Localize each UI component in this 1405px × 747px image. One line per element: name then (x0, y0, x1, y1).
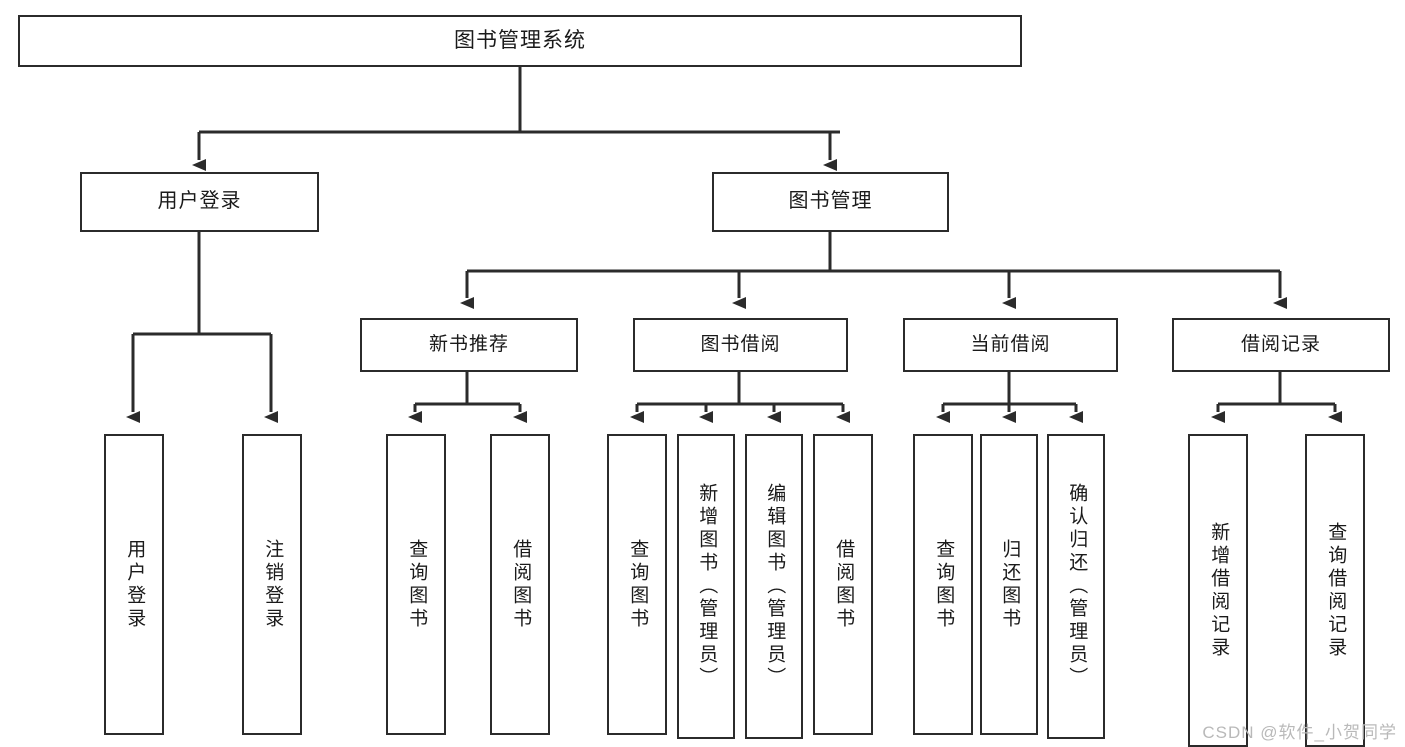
leaf-user-login-logout[interactable]: 注销登录 (242, 434, 302, 735)
leaf-current-borrow-return[interactable]: 归还图书 (980, 434, 1038, 735)
leaf-borrow-record-query-label: 查询借阅记录 (1325, 521, 1347, 660)
node-book-borrow[interactable]: 图书借阅 (633, 318, 848, 372)
leaf-book-borrow-query[interactable]: 查询图书 (607, 434, 667, 735)
leaf-book-borrow-edit[interactable]: 编辑图书（管理员） (745, 434, 803, 739)
node-current-borrow-label: 当前借阅 (970, 333, 1051, 355)
leaf-user-login-logout-label: 注销登录 (262, 538, 284, 631)
node-user-login-label: 用户登录 (157, 190, 242, 213)
leaf-book-borrow-add-label: 新增图书（管理员） (696, 483, 718, 690)
node-new-book-recommend-label: 新书推荐 (428, 333, 509, 355)
leaf-current-borrow-confirm[interactable]: 确认归还（管理员） (1047, 434, 1105, 739)
leaf-book-borrow-borrow-label: 借阅图书 (833, 538, 855, 631)
leaf-new-book-query[interactable]: 查询图书 (386, 434, 446, 735)
leaf-book-borrow-edit-label: 编辑图书（管理员） (764, 483, 786, 690)
node-book-manage-label: 图书管理 (788, 190, 873, 213)
node-book-borrow-label: 图书借阅 (700, 333, 781, 355)
leaf-new-book-borrow[interactable]: 借阅图书 (490, 434, 550, 735)
node-borrow-record-label: 借阅记录 (1240, 333, 1321, 355)
leaf-current-borrow-query[interactable]: 查询图书 (913, 434, 973, 735)
leaf-user-login-login-label: 用户登录 (124, 538, 146, 631)
leaf-borrow-record-add[interactable]: 新增借阅记录 (1188, 434, 1248, 747)
leaf-book-borrow-query-label: 查询图书 (627, 538, 649, 631)
leaf-borrow-record-query[interactable]: 查询借阅记录 (1305, 434, 1365, 747)
watermark-text: CSDN @软件_小贺同学 (1202, 723, 1397, 742)
leaf-book-borrow-borrow[interactable]: 借阅图书 (813, 434, 873, 735)
node-new-book-recommend[interactable]: 新书推荐 (360, 318, 578, 372)
node-book-manage[interactable]: 图书管理 (712, 172, 949, 232)
leaf-current-borrow-confirm-label: 确认归还（管理员） (1066, 483, 1088, 690)
leaf-borrow-record-add-label: 新增借阅记录 (1208, 521, 1230, 660)
leaf-book-borrow-add[interactable]: 新增图书（管理员） (677, 434, 735, 739)
node-root-label: 图书管理系统 (454, 28, 586, 52)
leaf-current-borrow-return-label: 归还图书 (999, 538, 1021, 631)
node-borrow-record[interactable]: 借阅记录 (1172, 318, 1390, 372)
node-root[interactable]: 图书管理系统 (18, 15, 1022, 67)
node-user-login[interactable]: 用户登录 (80, 172, 319, 232)
leaf-new-book-borrow-label: 借阅图书 (510, 538, 532, 631)
node-current-borrow[interactable]: 当前借阅 (903, 318, 1118, 372)
leaf-user-login-login[interactable]: 用户登录 (104, 434, 164, 735)
leaf-current-borrow-query-label: 查询图书 (933, 538, 955, 631)
leaf-new-book-query-label: 查询图书 (406, 538, 428, 631)
